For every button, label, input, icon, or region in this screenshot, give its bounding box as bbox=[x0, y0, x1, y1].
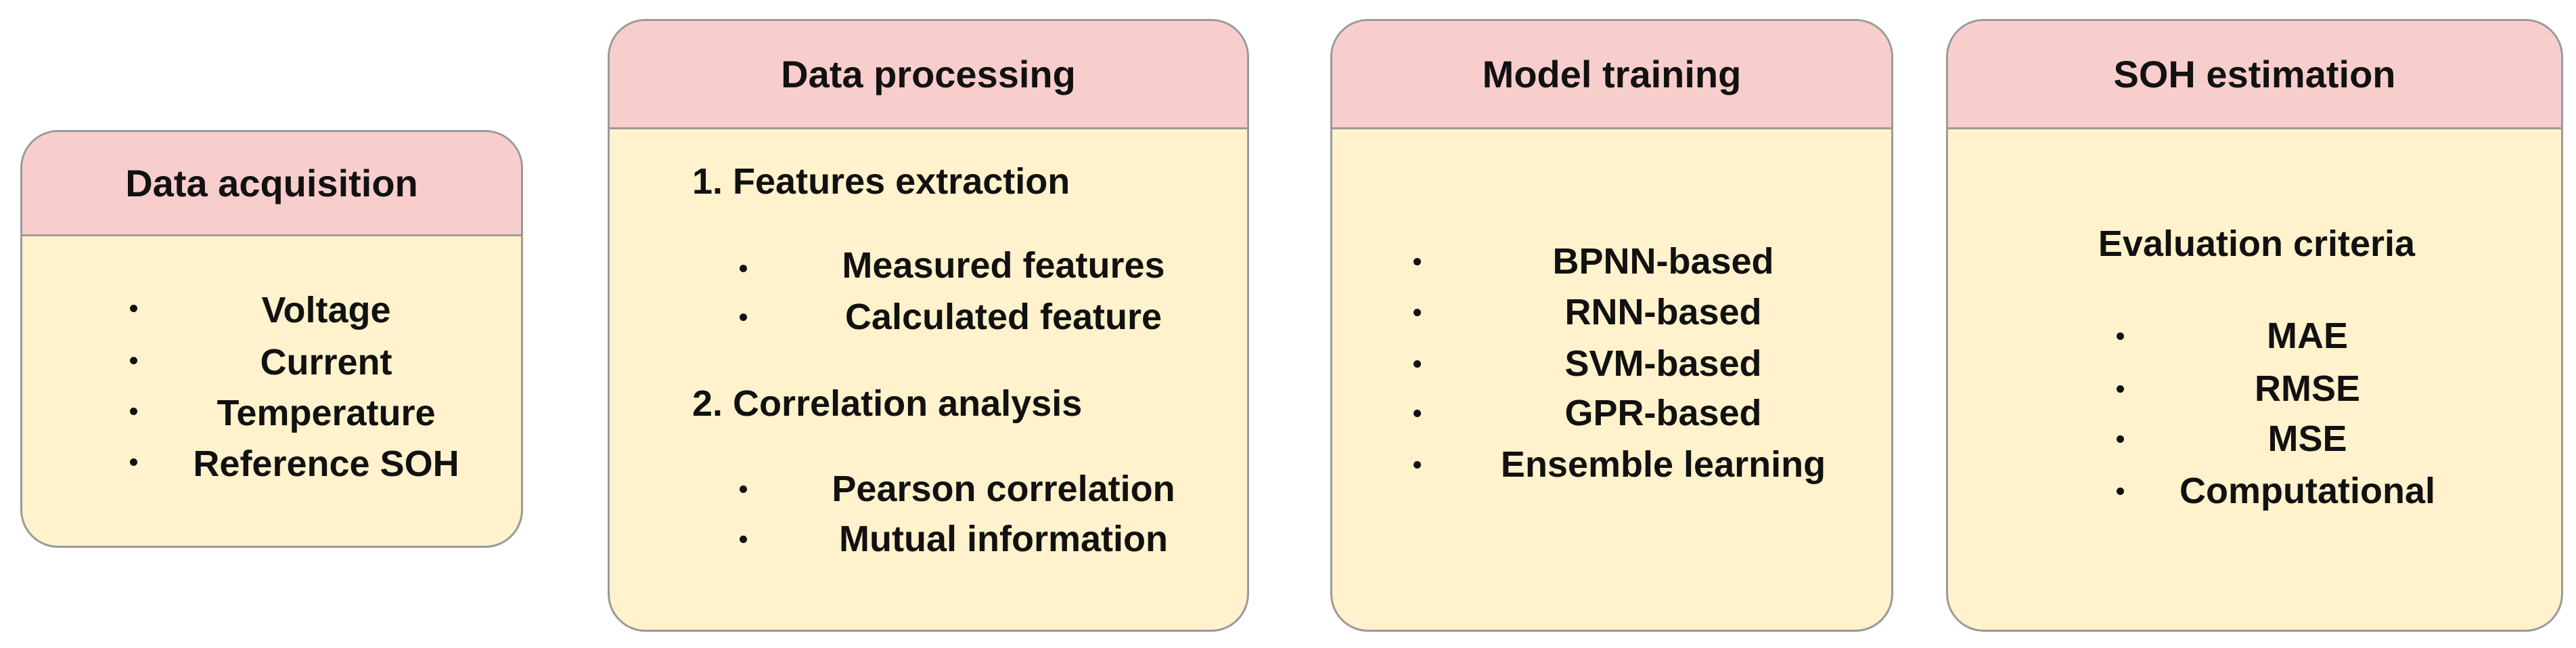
data-acquisition-card: Data acquisition Voltage Current Tempera… bbox=[20, 130, 523, 548]
data-acquisition-header: Data acquisition bbox=[22, 132, 521, 236]
bullet-icon bbox=[2117, 332, 2124, 340]
list-item: MAE bbox=[2267, 316, 2348, 356]
list-item: RNN-based bbox=[1564, 292, 1762, 332]
list-item: Current bbox=[260, 342, 392, 383]
bullet-icon bbox=[130, 357, 137, 364]
list-item: RMSE bbox=[2254, 368, 2361, 409]
bullet-icon bbox=[2117, 488, 2124, 495]
soh-estimation-header: SOH estimation bbox=[1948, 21, 2561, 129]
model-training-header: Model training bbox=[1332, 21, 1891, 129]
data-processing-card: Data processing 1. Features extraction M… bbox=[608, 19, 1249, 632]
list-item: Mutual information bbox=[839, 519, 1168, 559]
bullet-icon bbox=[2117, 435, 2124, 443]
data-processing-header: Data processing bbox=[610, 21, 1247, 129]
list-item: MSE bbox=[2267, 418, 2347, 459]
bullet-icon bbox=[130, 305, 137, 312]
bullet-icon bbox=[130, 458, 137, 466]
bullet-icon bbox=[740, 265, 747, 272]
list-item: BPNN-based bbox=[1552, 241, 1774, 282]
bullet-icon bbox=[1414, 461, 1421, 469]
evaluation-heading: Evaluation criteria bbox=[2098, 223, 2416, 264]
list-item: Measured features bbox=[842, 245, 1165, 286]
list-item: Ensemble learning bbox=[1500, 444, 1826, 485]
bullet-icon bbox=[740, 485, 747, 493]
list-item: Calculated feature bbox=[844, 297, 1162, 337]
bullet-icon bbox=[740, 314, 747, 321]
list-item: Temperature bbox=[217, 393, 436, 433]
bullet-icon bbox=[1414, 410, 1421, 417]
bullet-icon bbox=[130, 408, 137, 415]
list-item: GPR-based bbox=[1564, 393, 1762, 433]
bullet-icon bbox=[1414, 309, 1421, 316]
step-heading: 1. Features extraction bbox=[692, 161, 1070, 202]
bullet-icon bbox=[740, 536, 747, 543]
list-item: Voltage bbox=[261, 290, 391, 330]
list-item: SVM-based bbox=[1564, 343, 1762, 384]
bullet-icon bbox=[1414, 360, 1421, 368]
soh-estimation-card: SOH estimation Evaluation criteria MAE R… bbox=[1946, 19, 2563, 632]
step-heading: 2. Correlation analysis bbox=[692, 383, 1083, 424]
model-training-card: Model training BPNN-based RNN-based SVM-… bbox=[1330, 19, 1893, 632]
list-item: Computational bbox=[2179, 471, 2435, 511]
bullet-icon bbox=[2117, 385, 2124, 393]
list-item: Pearson correlation bbox=[832, 469, 1175, 509]
bullet-icon bbox=[1414, 258, 1421, 265]
list-item: Reference SOH bbox=[193, 444, 459, 484]
